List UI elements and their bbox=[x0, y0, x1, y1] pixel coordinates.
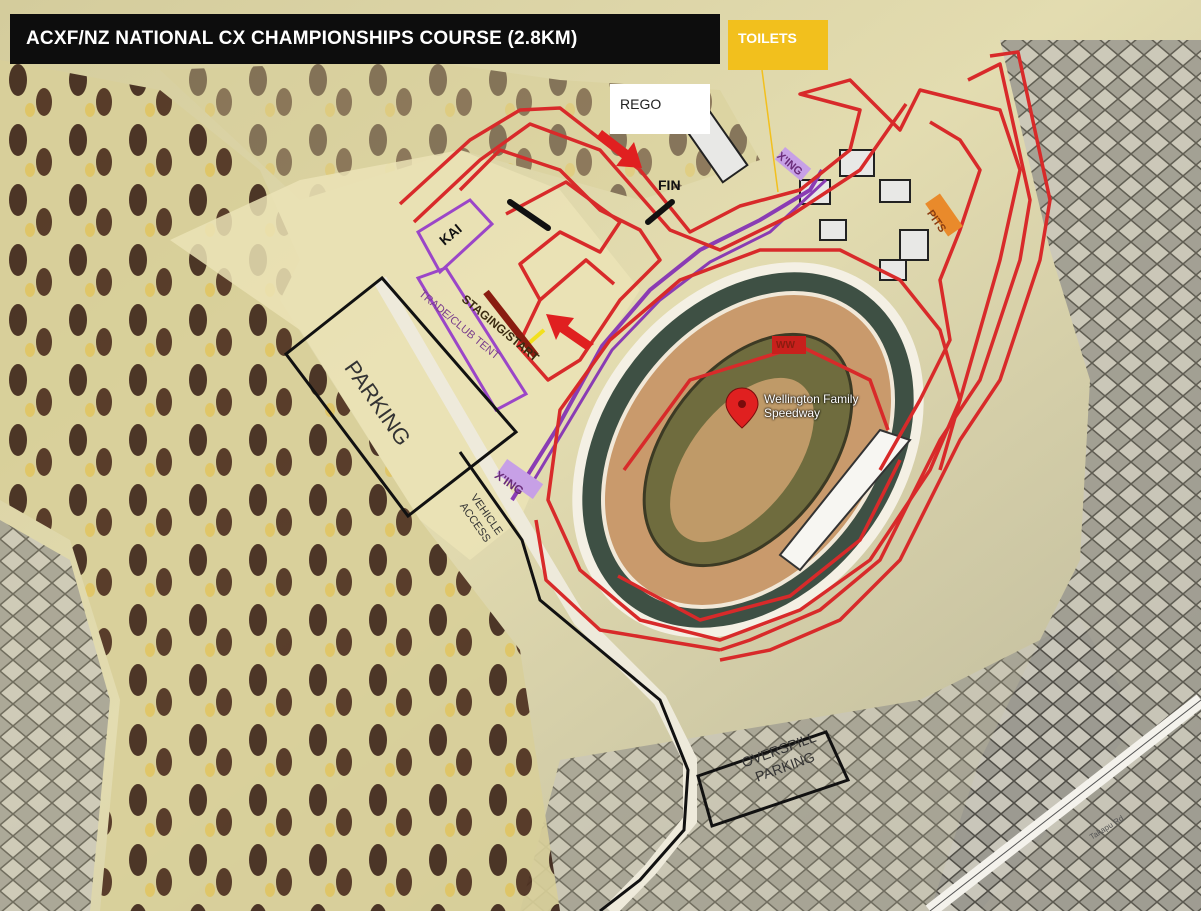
xing-lower-tag bbox=[496, 459, 544, 499]
vehicle-access-line bbox=[458, 451, 690, 911]
open-field bbox=[170, 150, 640, 560]
xing-upper-tag bbox=[774, 146, 812, 182]
toilets-pointer bbox=[761, 69, 779, 193]
direction-arrow-icon bbox=[596, 130, 642, 168]
main-road-edge bbox=[929, 699, 1201, 911]
pits-tag bbox=[925, 193, 963, 237]
speedway-infield-dirt bbox=[670, 377, 814, 543]
direction-arrow-icon bbox=[546, 314, 594, 350]
purple-crossing-route bbox=[510, 168, 824, 502]
ww-box bbox=[772, 336, 806, 354]
staging-marker bbox=[483, 289, 539, 359]
purple-crossing-route-2 bbox=[526, 178, 828, 491]
trade-tent-area bbox=[415, 266, 529, 412]
finish-label: FIN bbox=[658, 177, 681, 193]
staging-yellow-mark bbox=[526, 328, 546, 346]
start-barrier bbox=[507, 199, 551, 231]
speedway-label: Wellington Family Speedway bbox=[764, 392, 859, 420]
ww-label: WW bbox=[776, 340, 795, 351]
rego-tag bbox=[610, 84, 710, 134]
rock-area-west bbox=[0, 520, 110, 911]
rego-label: REGO bbox=[620, 96, 662, 112]
title-bar bbox=[10, 14, 720, 64]
toilets-tag bbox=[728, 20, 828, 70]
toilets-label: TOILETS bbox=[738, 30, 797, 46]
course-route bbox=[398, 50, 1052, 662]
finish-barrier bbox=[645, 199, 675, 225]
tree-area-west bbox=[0, 60, 560, 911]
parking-box bbox=[283, 275, 519, 519]
map-pin-icon bbox=[725, 387, 759, 429]
rock-area-east bbox=[930, 40, 1201, 911]
overspill-parking-box bbox=[696, 730, 851, 828]
kai-area bbox=[415, 198, 495, 275]
map-title: ACXF/NZ NATIONAL CX CHAMPIONSHIPS COURSE… bbox=[26, 28, 578, 49]
